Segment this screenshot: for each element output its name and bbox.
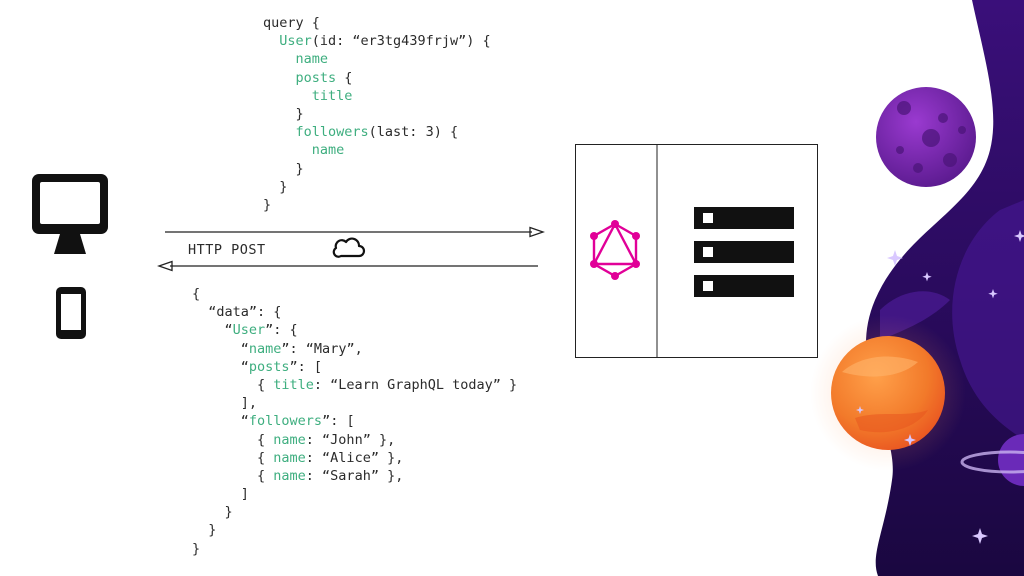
code-line: “name”: “Mary”,: [192, 340, 517, 358]
code-field-token: name: [248, 340, 282, 357]
code-line: name: [263, 141, 491, 159]
code-token: }: [192, 540, 201, 557]
code-token: }: [263, 105, 304, 122]
code-field-token: title: [311, 87, 353, 104]
code-line: }: [263, 105, 491, 123]
code-token: ”: [: [289, 358, 323, 375]
code-token: “: [192, 413, 249, 430]
code-line: query {: [263, 14, 491, 32]
code-token: }: [263, 178, 288, 195]
code-line: }: [263, 178, 491, 196]
stars: [856, 230, 1024, 544]
code-field-token: User: [279, 33, 312, 50]
code-token: ”: [: [322, 413, 355, 430]
ringed-planet: [960, 434, 1024, 486]
orange-planet: [831, 336, 945, 450]
purple-planet: [876, 87, 976, 187]
code-token: : “John” },: [305, 431, 396, 448]
code-line: }: [192, 503, 517, 521]
code-line: “User”: {: [192, 321, 517, 339]
code-token: }: [263, 160, 304, 177]
code-token: {: [192, 467, 274, 484]
code-token: ”: “Mary”,: [281, 340, 363, 357]
code-token: query {: [263, 15, 320, 31]
cloud-icon: [332, 237, 366, 258]
code-token: (last: 3) {: [368, 124, 459, 141]
code-line: }: [263, 196, 491, 214]
code-line: ]: [192, 485, 517, 503]
code-line: { name: “Sarah” },: [192, 467, 517, 485]
code-token: : “Learn GraphQL today” }: [313, 376, 518, 393]
graphql-logo-icon: [590, 220, 640, 280]
code-token: : “Sarah” },: [305, 467, 404, 484]
code-token: “: [192, 358, 249, 375]
code-line: “followers”: [: [192, 412, 517, 430]
http-post-label: HTTP POST: [188, 242, 266, 258]
code-field-token: name: [311, 142, 345, 159]
code-field-token: posts: [295, 69, 337, 86]
code-line: }: [192, 521, 517, 539]
code-line: {: [192, 285, 517, 303]
code-token: }: [192, 504, 233, 521]
desktop-monitor-icon: [32, 174, 108, 254]
code-line: ],: [192, 394, 517, 412]
code-field-token: posts: [248, 358, 290, 375]
code-token: }: [263, 196, 272, 213]
code-token: ]: [192, 486, 249, 503]
code-line: “data”: {: [192, 303, 517, 321]
code-token: {: [192, 449, 274, 466]
code-token: “data”: {: [192, 304, 282, 321]
code-token: {: [336, 69, 353, 86]
code-field-token: name: [295, 51, 329, 68]
mobile-phone-icon: [56, 287, 86, 339]
code-line: followers(last: 3) {: [263, 123, 491, 141]
code-field-token: User: [232, 322, 266, 339]
code-token: (id: “er3tg439frjw”) {: [311, 33, 491, 50]
code-token: {: [192, 431, 274, 448]
code-line: }: [192, 540, 517, 558]
code-token: {: [192, 376, 274, 393]
code-line: posts {: [263, 69, 491, 87]
code-field-token: name: [273, 467, 306, 484]
code-token: ],: [192, 395, 258, 412]
code-token: }: [192, 522, 217, 539]
code-token: {: [192, 286, 201, 302]
code-line: name: [263, 50, 491, 68]
graphql-query-code: query { User(id: “er3tg439frjw”) { name …: [263, 14, 491, 214]
code-line: { name: “Alice” },: [192, 449, 517, 467]
code-field-token: name: [273, 431, 306, 448]
code-token: : “Alice” },: [305, 449, 404, 466]
code-field-token: followers: [295, 124, 369, 141]
code-line: { name: “John” },: [192, 431, 517, 449]
code-token: ”: {: [265, 322, 298, 339]
code-field-token: title: [273, 376, 314, 393]
code-line: }: [263, 160, 491, 178]
code-line: User(id: “er3tg439frjw”) {: [263, 32, 491, 50]
code-token: “: [192, 340, 249, 357]
code-field-token: followers: [248, 413, 323, 430]
code-line: { title: “Learn GraphQL today” }: [192, 376, 517, 394]
code-line: “posts”: [: [192, 358, 517, 376]
code-token: “: [192, 322, 233, 339]
json-response-code: { “data”: { “User”: { “name”: “Mary”, “p…: [192, 285, 517, 558]
code-field-token: name: [273, 449, 306, 466]
code-line: title: [263, 87, 491, 105]
server-rack-icon: [694, 207, 794, 297]
